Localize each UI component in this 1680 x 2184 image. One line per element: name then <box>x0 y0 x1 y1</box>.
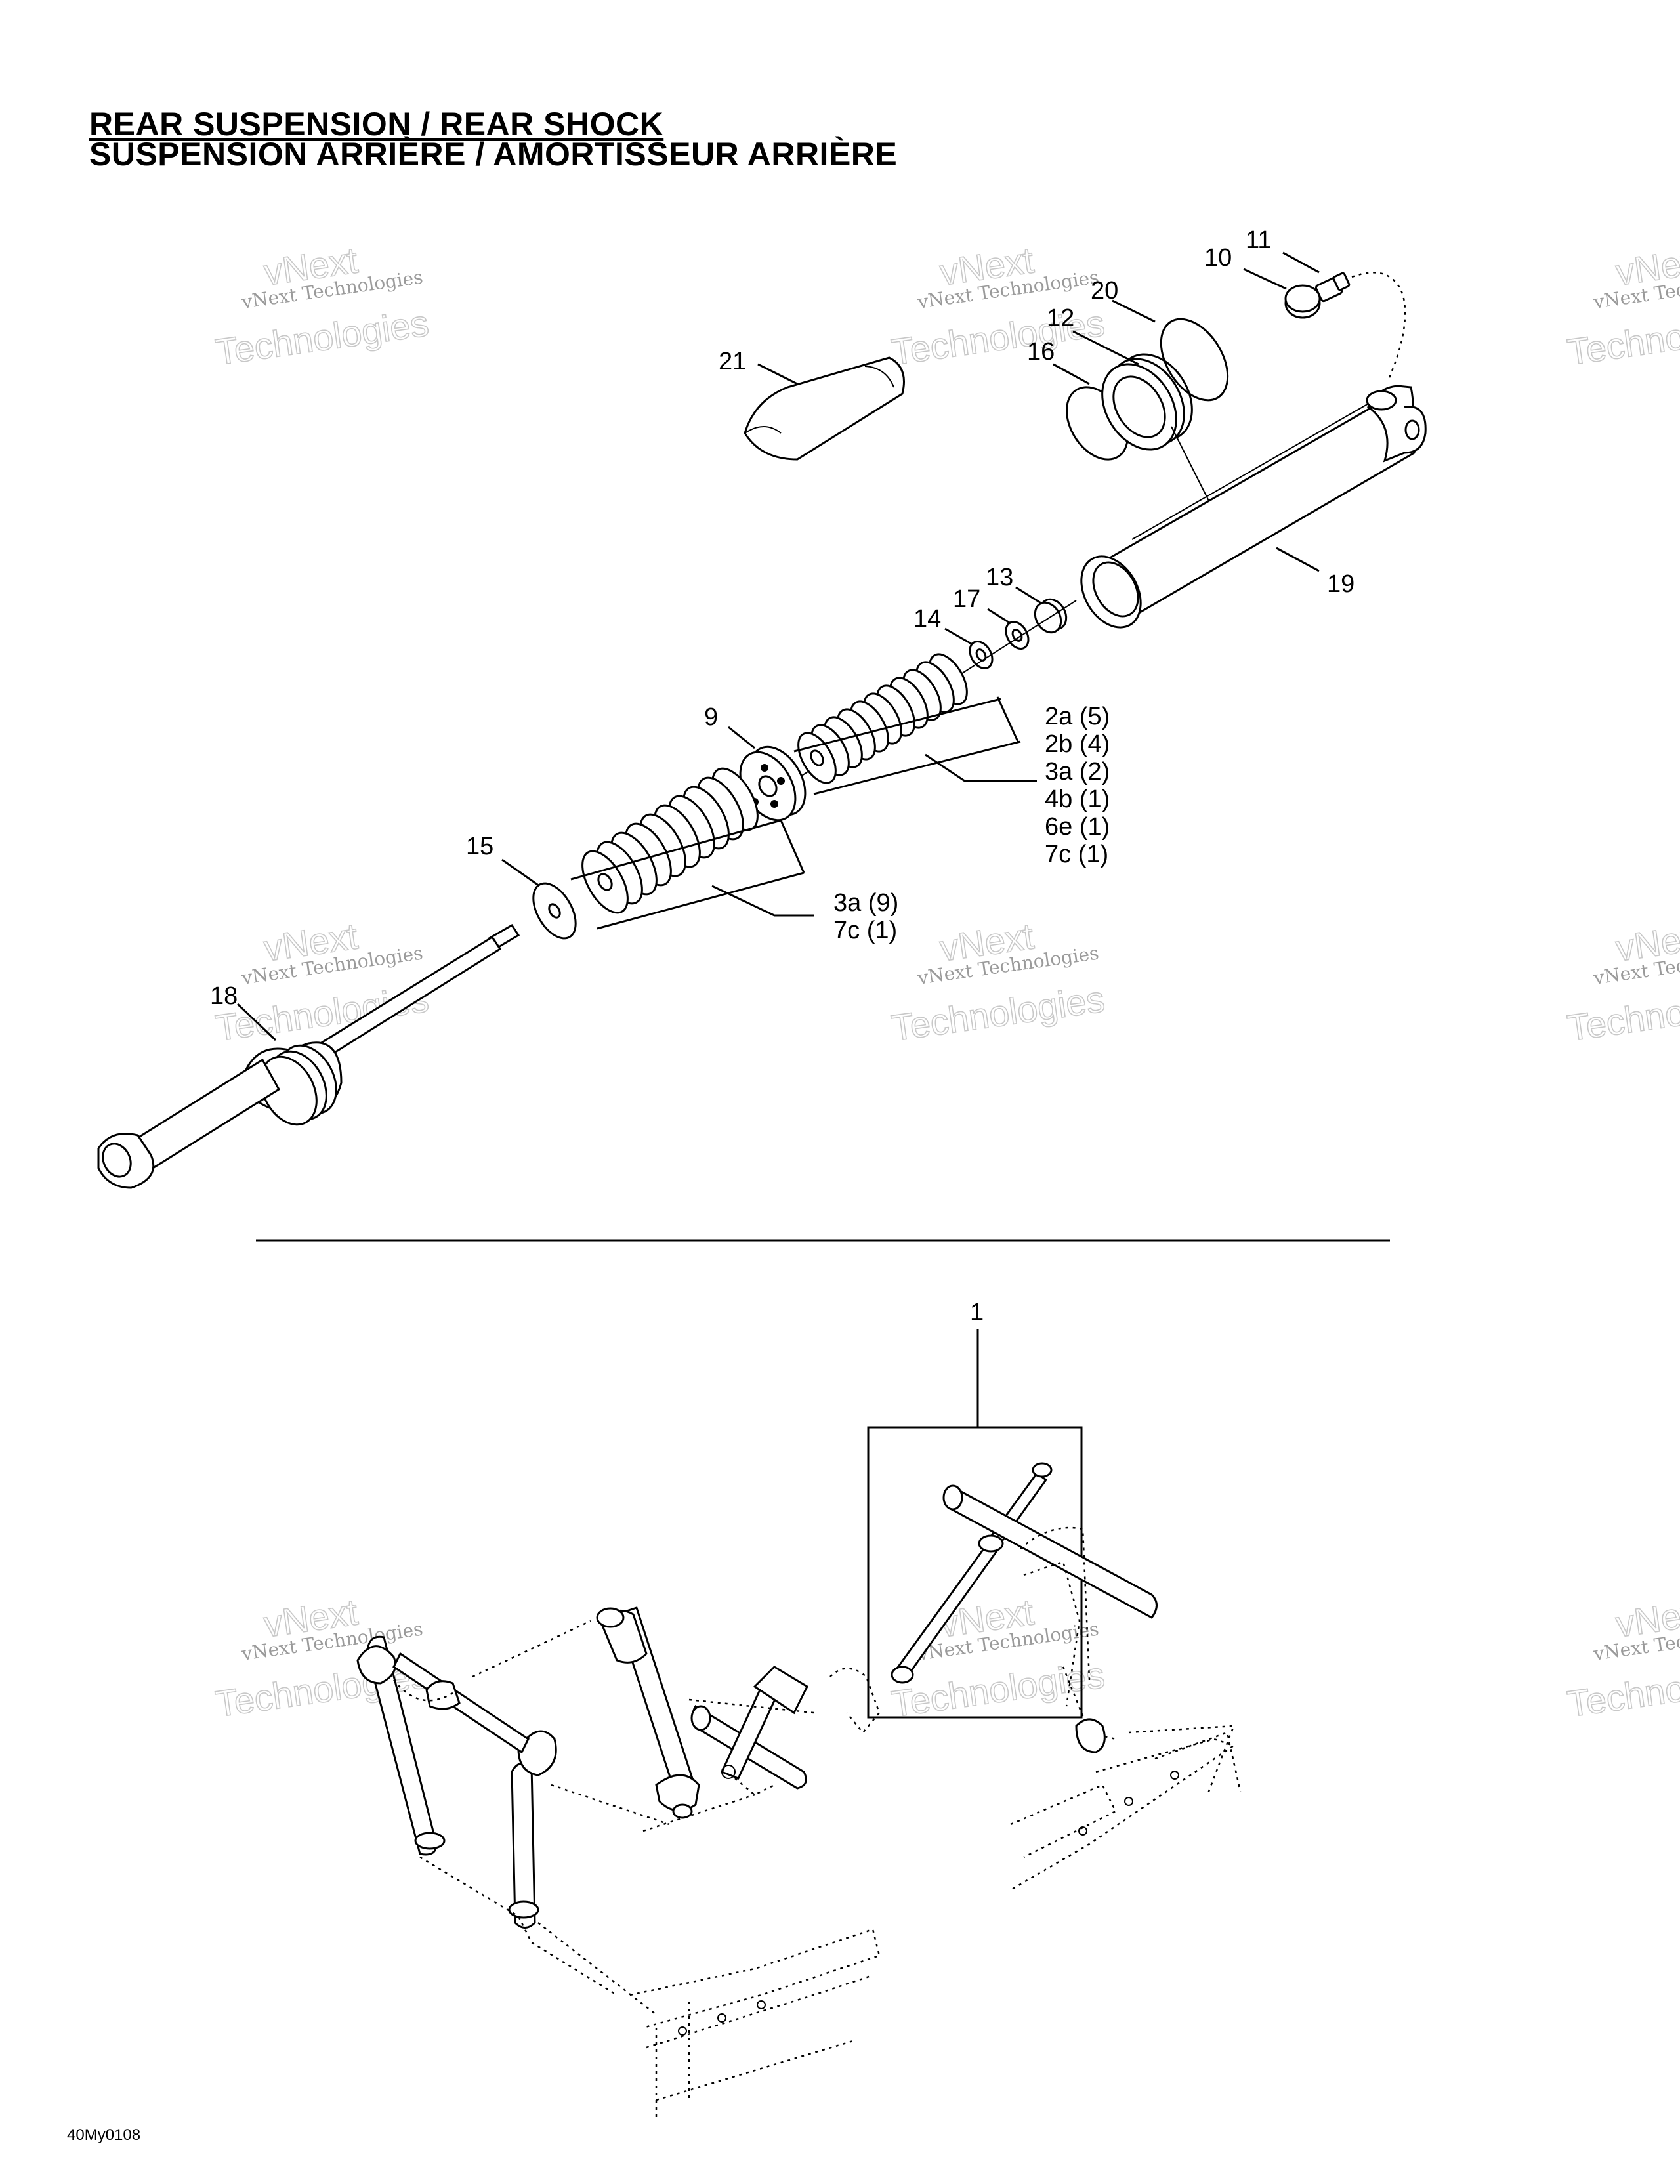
lower-shim-list: 3a (9) 7c (1) <box>833 889 898 944</box>
watermark-6: vNext Technologies vNext Technologies <box>1564 914 1680 1049</box>
svg-text:vNext: vNext <box>1613 915 1680 969</box>
shim-upper-5: 7c (1) <box>1045 841 1108 868</box>
callout-16: 16 <box>1027 338 1055 366</box>
page-title-english: REAR SUSPENSION / REAR SHOCK <box>89 106 664 142</box>
shim-lower-0: 3a (9) <box>833 889 898 917</box>
part-21-shell-cover <box>744 356 905 461</box>
part-11-valve-fitting <box>1282 251 1406 381</box>
callout-18: 18 <box>210 982 238 1010</box>
shim-upper-4: 6e (1) <box>1045 813 1110 841</box>
shim-upper-3: 4b (1) <box>1045 786 1110 813</box>
callout-19: 19 <box>1327 570 1354 598</box>
upper-shim-list: 2a (5) 2b (4) 3a (2) 4b (1) 6e (1) 7c (1… <box>1045 703 1110 868</box>
watermark-2: vNext Technologies vNext Technologies <box>889 238 1108 373</box>
shim-upper-1: 2b (4) <box>1045 730 1110 758</box>
watermark-4: vNext Technologies vNext Technologies <box>213 914 432 1049</box>
callout-9: 9 <box>704 704 718 731</box>
part-19-reservoir-body <box>1080 385 1427 629</box>
watermark-3: vNext Technologies vNext Technologies <box>1564 238 1680 373</box>
suspension-assembly-view: 1 <box>356 1299 1242 2120</box>
part-18-shaft-eyelet <box>97 924 520 1189</box>
part-15-washer <box>501 858 577 940</box>
part-17-washer <box>987 608 1030 650</box>
part-14-washer <box>944 627 994 669</box>
figure-reference: 40My0108 <box>67 2126 141 2144</box>
svg-text:Technologies: Technologies <box>1565 1654 1680 1725</box>
watermark-group: vNext Technologies vNext Technologies vN… <box>213 238 1680 1725</box>
svg-text:Technologies: Technologies <box>1565 978 1680 1049</box>
part-13-nut <box>1015 586 1068 634</box>
upper-shim-stack <box>793 653 1037 795</box>
callout-13: 13 <box>986 564 1013 591</box>
callout-12: 12 <box>1047 304 1074 332</box>
watermark-9: vNext Technologies vNext Technologies <box>1564 1590 1680 1725</box>
callout-1: 1 <box>970 1299 984 1326</box>
page-title-french: SUSPENSION ARRIÈRE / AMORTISSEUR ARRIÈRE <box>89 136 898 173</box>
part-10-cap <box>1243 268 1321 319</box>
callout-14: 14 <box>914 605 941 633</box>
svg-text:vNext: vNext <box>1613 1591 1680 1645</box>
watermark-1: vNext Technologies vNext Technologies <box>213 238 432 373</box>
callout-17: 17 <box>953 585 980 613</box>
watermark-5: vNext Technologies vNext Technologies <box>889 914 1108 1049</box>
svg-text:Technologies: Technologies <box>1565 302 1680 373</box>
shim-upper-2: 3a (2) <box>1045 758 1110 786</box>
callout-15: 15 <box>466 833 494 860</box>
shim-upper-0: 2a (5) <box>1045 703 1110 730</box>
svg-text:vNext: vNext <box>1613 239 1680 293</box>
part-20-o-ring <box>1112 299 1229 402</box>
part-12-bearing <box>1072 330 1217 514</box>
callout-11: 11 <box>1246 226 1271 254</box>
shim-lower-1: 7c (1) <box>833 917 897 944</box>
callout-21: 21 <box>719 348 746 375</box>
callout-20: 20 <box>1091 277 1118 304</box>
lower-shim-stack <box>570 767 814 930</box>
callout-10: 10 <box>1204 244 1232 272</box>
